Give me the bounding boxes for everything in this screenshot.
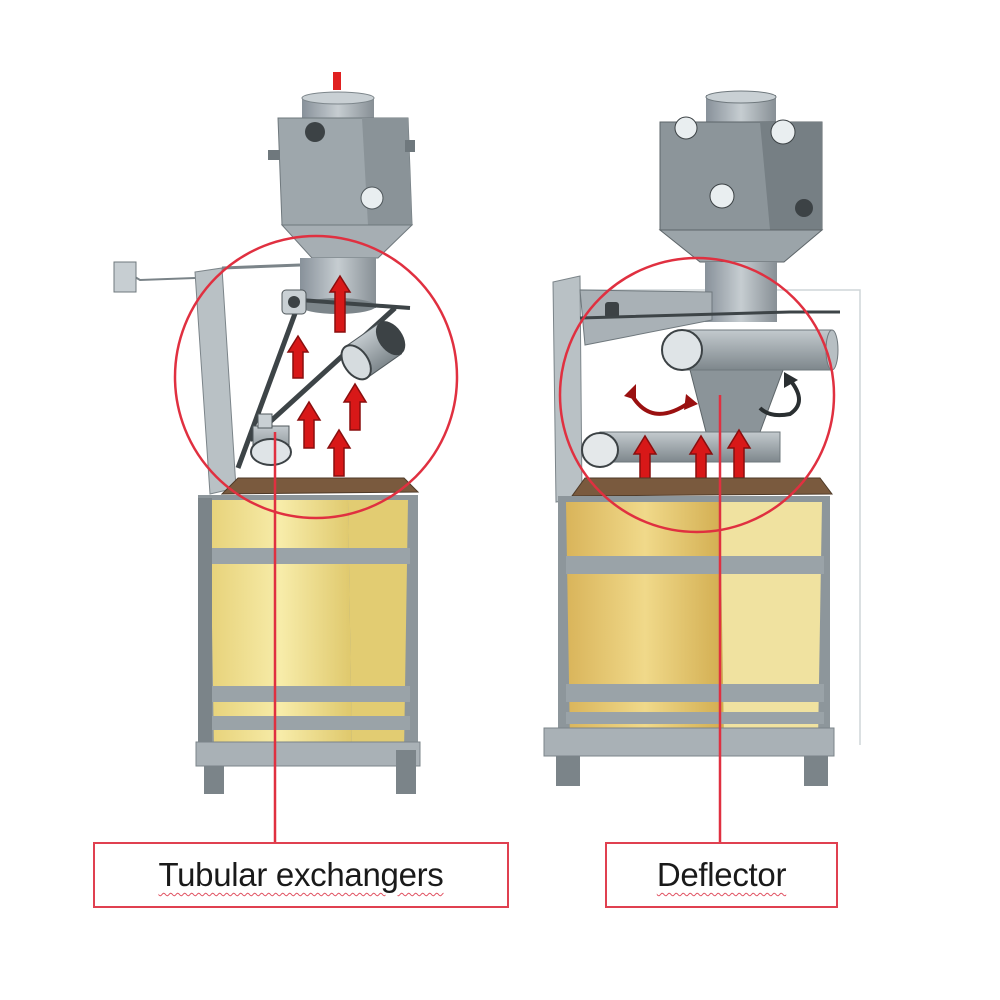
left-flue-top (301, 91, 375, 105)
left-box-hole-2 (360, 186, 384, 210)
label-tubular-exchangers: Tubular exchangers (93, 842, 509, 908)
right-swirl-arrows (624, 372, 801, 418)
right-box-hole-2 (770, 119, 796, 145)
right-arrow-2 (688, 434, 714, 487)
label-deflector-text: Deflector (656, 856, 787, 893)
right-box-hole-4 (795, 199, 813, 217)
right-deflector (687, 361, 787, 433)
left-body (195, 495, 421, 794)
right-horizontal-pipe (661, 329, 839, 371)
right-flue-top (705, 90, 777, 104)
left-flue-marker (333, 72, 341, 90)
right-flow-arrows (632, 428, 752, 487)
right-boiler (543, 90, 861, 786)
right-swirl-2 (758, 378, 801, 418)
left-probe (113, 261, 137, 293)
left-arrow-4 (296, 400, 322, 449)
left-hopper (280, 224, 414, 259)
right-box-hole-3 (709, 183, 735, 209)
right-callout-circle (558, 256, 836, 534)
label-tubular-exchangers-text: Tubular exchangers (158, 856, 444, 893)
right-box-hole-1 (674, 116, 698, 140)
left-arrow-3 (342, 382, 368, 431)
callouts (173, 234, 836, 842)
right-hopper (658, 229, 824, 263)
left-cover-plate (220, 477, 420, 495)
label-deflector: Deflector (605, 842, 838, 908)
left-flow-arrows (286, 274, 368, 477)
right-arrow-1 (632, 434, 658, 487)
right-cover-plate (571, 477, 833, 497)
left-box-hole-1 (305, 122, 325, 142)
left-arrow-1 (328, 274, 352, 333)
right-arrow-3 (726, 428, 752, 479)
left-tube-upper (340, 321, 406, 381)
left-boiler (113, 72, 421, 794)
left-callout-circle (173, 234, 459, 520)
right-side-panel (552, 275, 583, 503)
left-arrow-5 (326, 428, 352, 477)
left-tube-lower (250, 413, 292, 466)
right-lower-pipe (581, 431, 781, 468)
left-arrow-2 (286, 334, 310, 379)
right-swirl-1 (628, 391, 692, 416)
right-body (543, 496, 835, 786)
